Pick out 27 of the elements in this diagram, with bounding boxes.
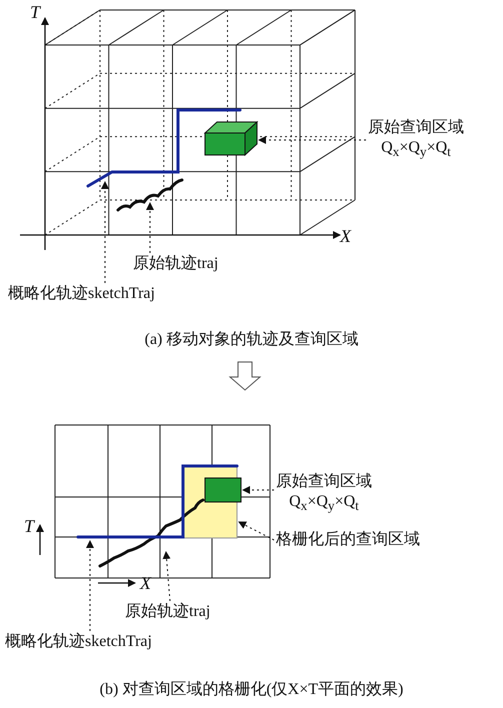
caption: (a) 移动对象的轨迹及查询区域	[144, 330, 360, 350]
axis-label: X	[140, 573, 151, 593]
leader-line	[146, 202, 154, 254]
query-cube-icon	[204, 120, 258, 156]
sketch-trajectory-line	[86, 108, 242, 188]
leader-line	[242, 486, 274, 494]
callout-label: 格栅化后的查询区域	[276, 530, 420, 550]
callout-label: 概略化轨迹sketchTraj	[5, 632, 152, 652]
trajectory-line	[98, 498, 204, 568]
formula-text: Q$_{x}$×Q$_{y}$×Q$_{t}$	[380, 138, 452, 162]
formula-text: Q$_{x}$×Q$_{y}$×Q$_{t}$	[288, 492, 360, 516]
leader-line	[101, 181, 109, 284]
caption: (b) 对查询区域的格栅化(仅X×T平面的效果)	[98, 680, 404, 700]
callout-label: 原始轨迹traj	[125, 602, 210, 622]
leader-line	[86, 540, 94, 632]
callout-label: 原始查询区域	[368, 118, 464, 138]
axis-label: X	[340, 226, 351, 246]
leader-line	[258, 136, 366, 144]
callout-label: 原始查询区域	[276, 472, 372, 492]
callout-label: 概略化轨迹sketchTraj	[8, 284, 155, 304]
axis-label: T	[30, 2, 40, 22]
sketch-trajectory-line	[76, 464, 238, 538]
callout-label: 原始轨迹traj	[133, 254, 218, 274]
axis-label: T	[24, 516, 34, 536]
leader-line	[162, 551, 171, 602]
trajectory-line	[116, 178, 184, 212]
leader-line	[238, 522, 274, 540]
